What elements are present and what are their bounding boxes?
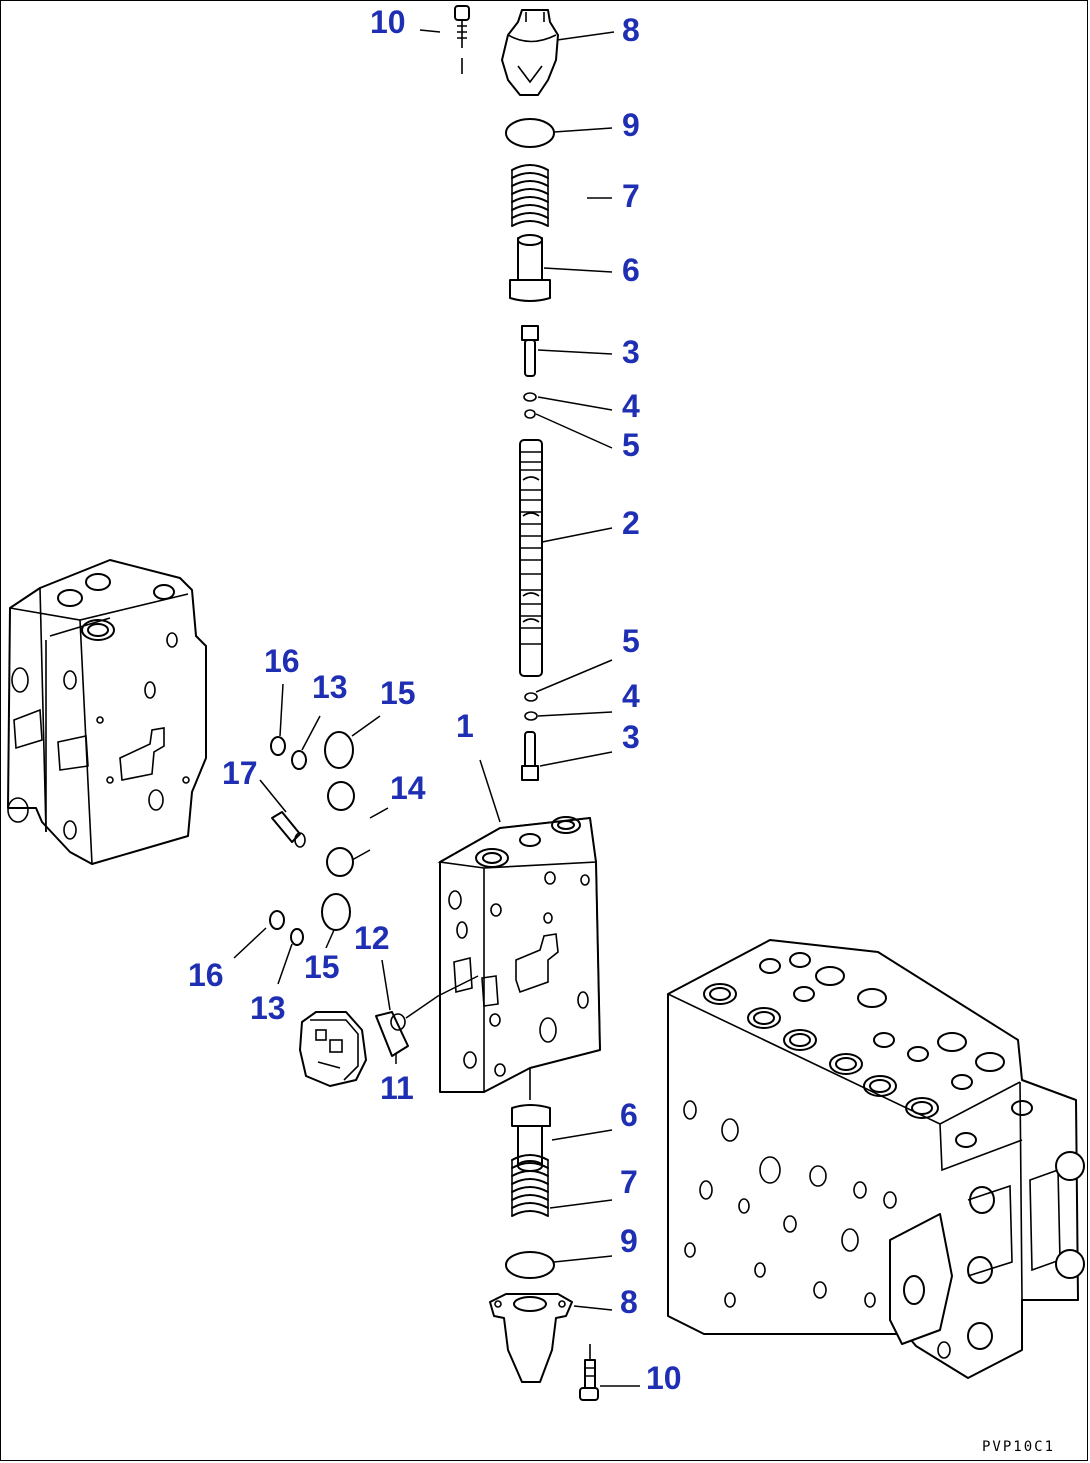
part-6-top-retainer — [509, 234, 551, 302]
part-3-lower-pin — [521, 731, 539, 781]
callout-1: 1 — [456, 708, 474, 744]
callout-15-upper: 15 — [380, 675, 416, 711]
drawing-code: PVP10C1 — [982, 1439, 1055, 1455]
callout-labels: 10 8 9 7 6 3 4 5 2 5 4 3 1 16 13 15 17 1… — [188, 4, 682, 1396]
part-5-top-ring — [524, 409, 536, 419]
part-14-ring-a — [327, 781, 355, 811]
callout-3-top: 3 — [622, 334, 640, 370]
part-10-lower-bolt — [579, 1344, 599, 1401]
callout-5-top: 5 — [622, 427, 640, 463]
callout-3-lower: 3 — [622, 719, 640, 755]
part-9-lower-oring — [505, 1251, 555, 1279]
part-15-upper-oring — [324, 731, 354, 769]
part-16-upper-plug — [270, 736, 286, 756]
part-9-top-oring — [505, 118, 555, 148]
callout-4-top: 4 — [622, 388, 640, 424]
left-assembly-view — [7, 559, 207, 865]
leader-lines — [233, 29, 640, 1387]
part-5-lower-ring — [524, 692, 538, 702]
part-4-top-ring — [523, 392, 537, 402]
right-assembly-view — [667, 939, 1085, 1379]
callout-10-lower: 10 — [646, 1360, 682, 1396]
callout-12: 12 — [354, 920, 390, 956]
side-seals-group — [269, 731, 355, 946]
callout-17: 17 — [222, 755, 258, 791]
callout-16-upper: 16 — [264, 643, 300, 679]
part-15-lower-oring — [321, 893, 351, 931]
part-11-relief-valve — [299, 975, 479, 1087]
part-16-lower-plug — [269, 910, 285, 930]
callout-7-lower: 7 — [620, 1164, 638, 1200]
callout-8-lower: 8 — [620, 1284, 638, 1320]
part-3-top-pin — [521, 325, 539, 377]
callout-16-lower: 16 — [188, 957, 224, 993]
part-6-lower-retainer — [511, 1104, 551, 1172]
callout-10-top: 10 — [370, 4, 406, 40]
callout-11: 11 — [380, 1070, 414, 1106]
callout-5-lower: 5 — [622, 623, 640, 659]
callout-8-top: 8 — [622, 12, 640, 48]
callout-4-lower: 4 — [622, 678, 640, 714]
callout-7-top: 7 — [622, 178, 640, 214]
part-8-lower-cap — [489, 1293, 573, 1383]
callout-13-lower: 13 — [250, 990, 286, 1026]
callout-15-lower: 15 — [304, 949, 340, 985]
part-2-spool — [519, 439, 543, 677]
part-7-top-spring — [511, 164, 549, 227]
part-13-lower-ring — [290, 928, 304, 946]
callout-9-lower: 9 — [620, 1223, 638, 1259]
part-7-lower-spring — [511, 1154, 549, 1217]
part-14-ring-b — [326, 847, 354, 877]
part-1-valve-section — [437, 816, 601, 1100]
part-8-top-cap — [501, 9, 559, 96]
callout-2: 2 — [622, 505, 640, 541]
callout-6-lower: 6 — [620, 1097, 638, 1133]
callout-9-top: 9 — [622, 107, 640, 143]
callout-14: 14 — [390, 770, 426, 806]
part-17-check-plug — [271, 811, 306, 848]
part-4-lower-ring — [524, 711, 538, 721]
part-10-top-bolt — [454, 5, 470, 74]
part-13-upper-ring — [291, 750, 307, 770]
callout-6-top: 6 — [622, 252, 640, 288]
callout-13-upper: 13 — [312, 669, 348, 705]
